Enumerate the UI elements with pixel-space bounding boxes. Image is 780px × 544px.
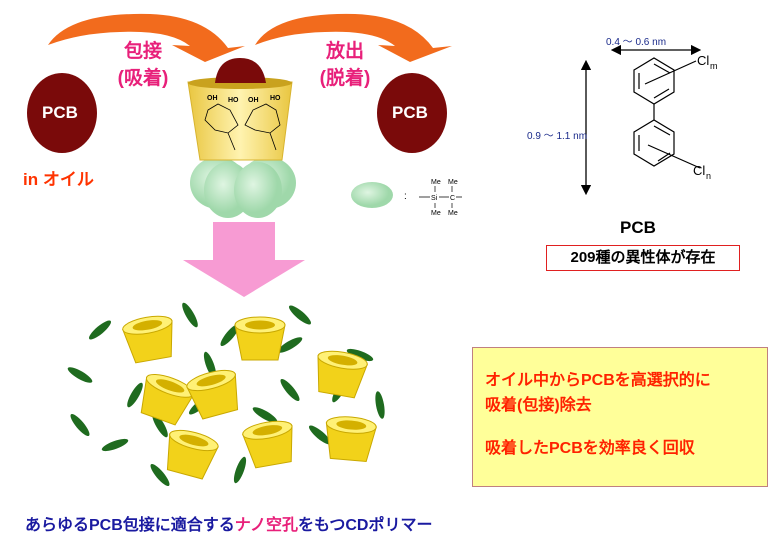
silyl-structure: : Me Me Si C Me Me [404, 179, 462, 217]
linker-rod [308, 425, 332, 445]
hydroxyl-label: OH [207, 95, 218, 102]
pcb-molecule-left [27, 73, 97, 153]
linker-rod [346, 348, 374, 362]
svg-text:Me: Me [448, 210, 458, 217]
hydroxyl-label: HO [228, 97, 239, 104]
pcb-guest [215, 58, 266, 83]
cyclodextrin-unit [186, 369, 239, 420]
svg-text::: : [404, 191, 407, 202]
inclusion-process-diagram: OH HO OH HO : Me Me Si C Me Me [27, 13, 462, 297]
linker-rod [88, 320, 112, 340]
down-arrow [183, 222, 305, 297]
release-label: 放出 (脱着) [319, 41, 371, 89]
cyclodextrin-unit [242, 420, 293, 469]
linker-rod [127, 382, 143, 408]
highlight-line: オイル中からPCBを高選択的に [485, 372, 711, 389]
release-arrow [255, 13, 452, 63]
svg-text:m: m [710, 61, 718, 71]
linker-rod [280, 378, 300, 402]
cyclodextrin-unit [166, 429, 219, 480]
svg-text:Me: Me [431, 210, 441, 217]
caption: あらゆるPCB包接に適合するナノ空孔をもつCDポリマー [25, 517, 433, 534]
pcb-name: PCB [620, 218, 656, 237]
glucose-structure [204, 103, 281, 151]
cd-polymer-network [67, 302, 385, 487]
cyclodextrin-unit [317, 350, 368, 399]
svg-text:C: C [450, 195, 455, 202]
silyl-bead-legend [351, 182, 393, 208]
linker-rod [375, 391, 385, 419]
cyclodextrin-unit [234, 316, 286, 361]
svg-text:Cl: Cl [693, 163, 705, 178]
linker-rod [150, 463, 170, 487]
pcb-label-right: PCB [392, 103, 428, 122]
height-label: 0.9 〜 1.1 nm [527, 131, 588, 142]
svg-text:Me: Me [448, 179, 458, 186]
pcb-structure: Cl m Cl n [580, 44, 718, 196]
linker-rod [277, 337, 303, 353]
pcb-molecule-right [377, 73, 447, 153]
highlight-box: オイル中からPCBを高選択的に 吸着(包接)除去 吸着したPCBを効率良く回収 [472, 347, 768, 487]
highlight-line: 吸着したPCBを効率良く回収 [485, 440, 695, 457]
linker-rod [220, 323, 240, 347]
hydroxyl-label: HO [270, 95, 281, 102]
linker-rod [182, 302, 198, 328]
pcb-label-left: PCB [42, 103, 78, 122]
linker-rod [67, 367, 93, 383]
highlight-line: 吸着(包接)除去 [485, 397, 592, 414]
in-oil-label: in オイル [23, 170, 94, 189]
svg-text:Si: Si [431, 195, 438, 202]
linker-rod [101, 438, 129, 452]
cyclodextrin-unit [325, 416, 377, 463]
linker-rod [233, 456, 247, 484]
linker-rod [288, 305, 312, 325]
inclusion-arrow [48, 13, 245, 63]
svg-text:Me: Me [431, 179, 441, 186]
linker-rod [252, 407, 278, 423]
hydroxyl-label: OH [248, 97, 259, 104]
svg-text:n: n [706, 171, 711, 181]
silyl-beads [190, 157, 296, 218]
svg-text:Cl: Cl [697, 53, 709, 68]
cyclodextrin-cup [187, 81, 293, 161]
width-label: 0.4 〜 0.6 nm [606, 37, 667, 48]
cyclodextrin-unit [122, 315, 173, 364]
linker-rod [70, 413, 90, 437]
cyclodextrin-unit [140, 374, 195, 426]
inclusion-label: 包接 (吸着) [117, 41, 169, 89]
linker-rod [152, 412, 168, 438]
isomer-note: 209種の異性体が存在 [546, 245, 740, 271]
